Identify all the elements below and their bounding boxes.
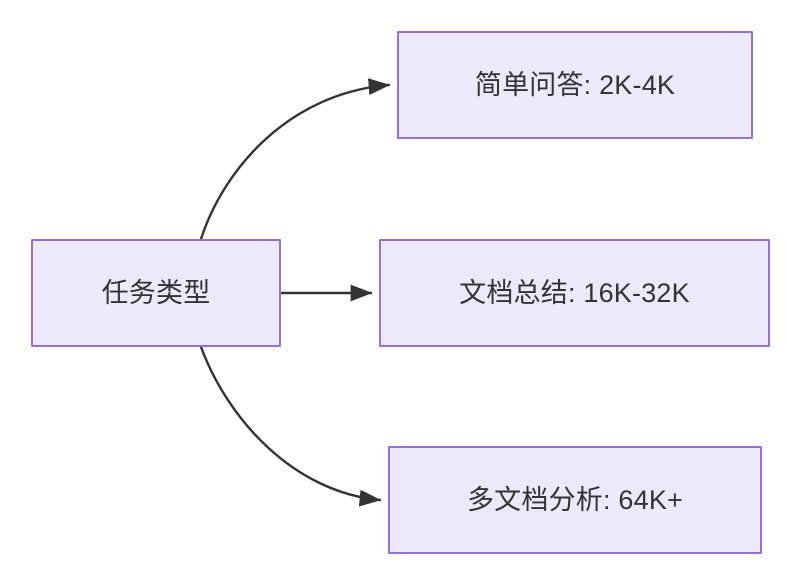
node-task-type[interactable]: 任务类型 bbox=[31, 239, 281, 347]
edge-task-type-to-multi-doc bbox=[199, 345, 382, 507]
node-simple-qa[interactable]: 简单问答: 2K-4K bbox=[397, 31, 753, 139]
edge-task-type-to-simple-qa bbox=[199, 78, 391, 241]
node-task-type-label: 任务类型 bbox=[101, 277, 211, 308]
node-multi-doc[interactable]: 多文档分析: 64K+ bbox=[388, 446, 762, 554]
node-doc-summary-label: 文档总结: 16K-32K bbox=[459, 277, 690, 308]
node-multi-doc-label: 多文档分析: 64K+ bbox=[466, 484, 683, 515]
node-simple-qa-label: 简单问答: 2K-4K bbox=[474, 69, 676, 100]
node-doc-summary[interactable]: 文档总结: 16K-32K bbox=[379, 239, 770, 347]
